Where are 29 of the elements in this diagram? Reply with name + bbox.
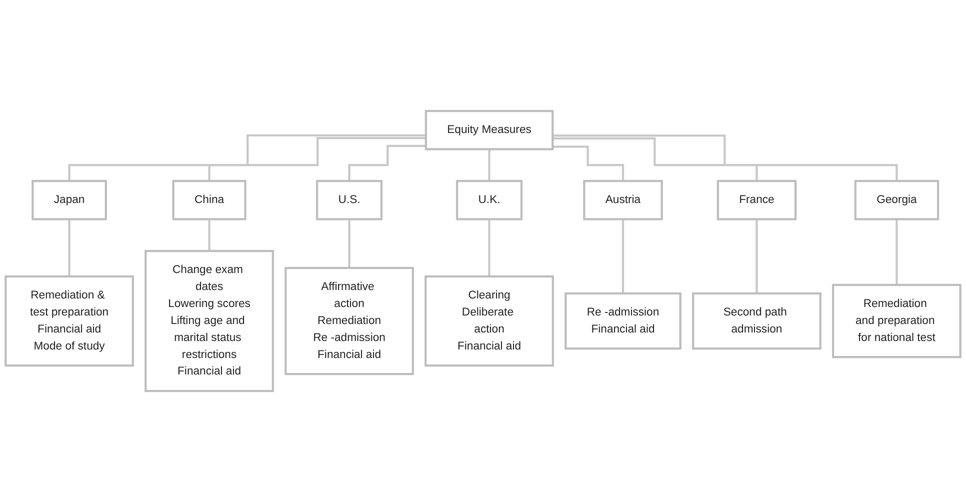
node-box: U.S. <box>316 180 383 220</box>
connector <box>208 136 426 182</box>
connector <box>488 148 490 182</box>
node-box: Remediation and preparation for national test <box>832 284 962 358</box>
connector <box>756 218 758 294</box>
node-box: Second path admission <box>692 292 822 350</box>
connector <box>348 218 350 270</box>
node-box: Equity Measures <box>424 110 554 150</box>
connector <box>896 218 898 286</box>
connector <box>552 146 624 182</box>
connector <box>68 134 426 182</box>
node-box: Affirmative action Remediation Re -admission Financial aid <box>284 266 414 376</box>
node-box: Georgia <box>854 180 940 220</box>
node-box: France <box>716 180 797 220</box>
node-box: Re -admission Financial aid <box>564 292 682 350</box>
node-box: Austria <box>583 180 663 220</box>
connector <box>622 218 624 294</box>
node-box: Remediation & test preparation Financial aid Mode of study <box>4 275 134 367</box>
connector <box>348 144 426 182</box>
node-box: China <box>172 180 246 220</box>
connector <box>488 218 490 278</box>
node-box: U.K. <box>456 180 523 220</box>
node-box: Change exam dates Lowering scores Lifting age and marital status restrictions Financial aid <box>144 250 274 392</box>
connector <box>68 218 70 278</box>
node-box: Japan <box>32 180 107 220</box>
node-box: Clearing Deliberate action Financial aid <box>424 275 554 367</box>
connector <box>552 134 898 182</box>
connector <box>208 218 210 252</box>
connector <box>552 137 758 182</box>
